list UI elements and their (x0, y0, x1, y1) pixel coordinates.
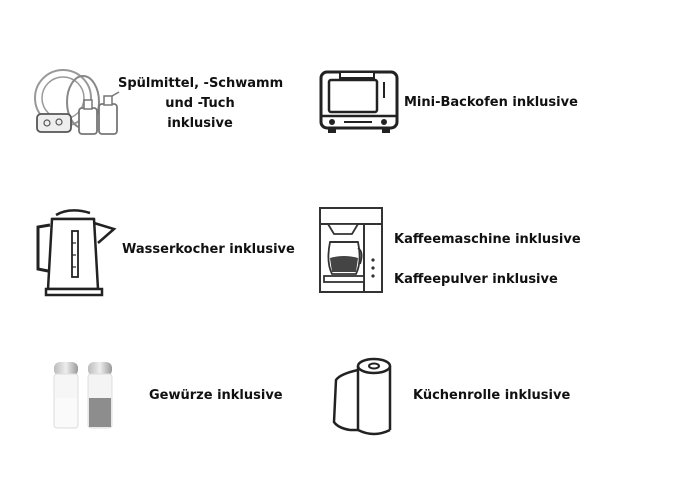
kettle-label: Wasserkocher inklusive (122, 240, 295, 260)
dishwashing-supplies-icon (33, 66, 125, 138)
coffee-powder-label: Kaffeepulver inklusive (394, 272, 558, 287)
dishwashing-label: Spülmittel, -Schwamm und -Tuch inklusive (118, 74, 284, 134)
paper-towel-roll-icon (326, 356, 394, 438)
toaster-oven-icon (318, 68, 400, 136)
salt-pepper-shaker-icon (50, 362, 120, 432)
paper-towel-label-line-1: Küchenrolle inklusive (413, 388, 571, 403)
toaster-oven-label-line-1: Mini-Backofen inklusive (404, 95, 578, 110)
toaster-oven-label: Mini-Backofen inklusive (404, 93, 578, 113)
spices-label-line-1: Gewürze inklusive (149, 388, 283, 403)
coffee-label: Kaffeemaschine inklusive Kaffeepulver in… (394, 220, 581, 300)
dishwashing-label-line-1: Spülmittel, -Schwamm (118, 76, 284, 91)
kettle-icon (32, 205, 118, 297)
spices-label: Gewürze inklusive (149, 386, 283, 406)
coffee-machine-label: Kaffeemaschine inklusive (394, 232, 581, 247)
paper-towel-label: Küchenrolle inklusive (413, 386, 570, 406)
kettle-label-line-1: Wasserkocher inklusive (122, 242, 295, 257)
dishwashing-label-line-3: inklusive (167, 116, 233, 131)
coffee-machine-icon (316, 206, 388, 294)
dishwashing-label-line-2: und -Tuch (165, 96, 235, 111)
